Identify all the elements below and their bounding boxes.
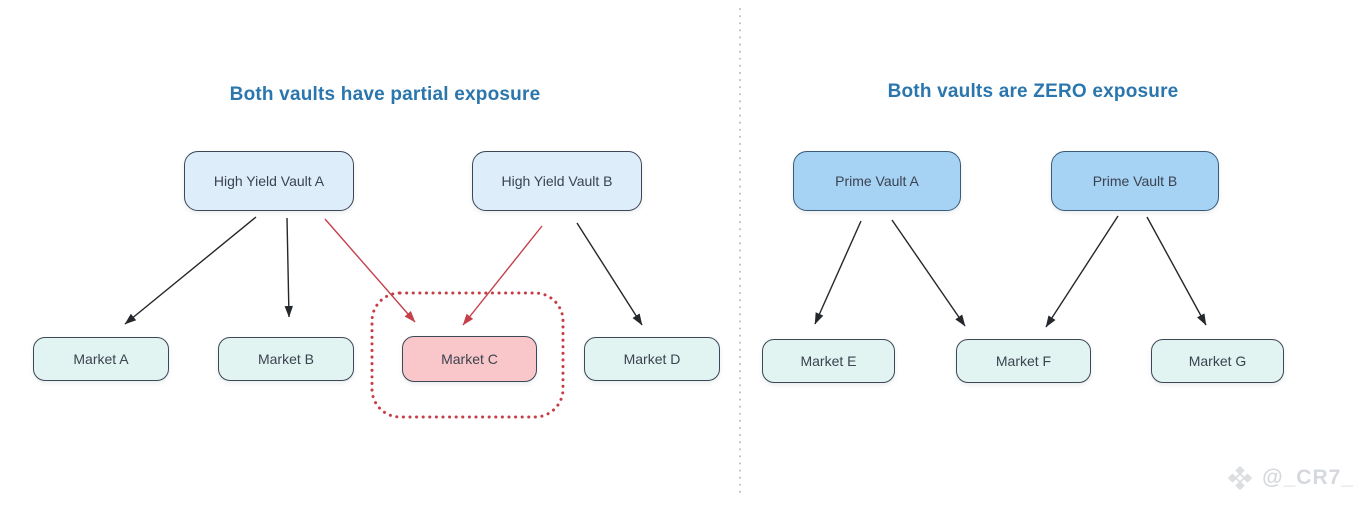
arrow-pva-to-market-f xyxy=(891,219,966,327)
arrow-pvb-to-market-g xyxy=(1146,216,1207,326)
node-market-d: Market D xyxy=(584,337,720,381)
arrow-hyva-to-market-a xyxy=(124,216,257,325)
node-market-f: Market F xyxy=(956,339,1091,383)
node-market-c: Market C xyxy=(402,336,537,382)
node-label: High Yield Vault A xyxy=(213,173,325,189)
node-label: Market D xyxy=(623,351,681,367)
node-label: Market A xyxy=(73,351,129,367)
node-market-a: Market A xyxy=(33,337,169,381)
node-label: Market G xyxy=(1188,353,1247,369)
arrow-hyva-to-market-b xyxy=(284,217,293,318)
arrow-hyvb-to-market-c xyxy=(462,225,543,326)
arrow-hyvb-to-market-d xyxy=(576,222,643,326)
binance-diamond-icon xyxy=(1227,465,1253,491)
left-panel-title: Both vaults have partial exposure xyxy=(229,84,541,105)
node-prime-vault-a: Prime Vault A xyxy=(793,151,961,211)
node-market-b: Market B xyxy=(218,337,354,381)
arrow-hyva-to-market-c xyxy=(324,218,416,323)
node-label: Market B xyxy=(257,351,314,367)
node-label: Prime Vault B xyxy=(1092,173,1178,189)
watermark-handle: @_CR7_ xyxy=(1262,466,1354,489)
node-high-yield-vault-a: High Yield Vault A xyxy=(184,151,354,211)
node-label: Market C xyxy=(441,351,498,367)
watermark: @_CR7_ xyxy=(1225,463,1354,493)
node-label: Prime Vault A xyxy=(835,173,919,189)
node-high-yield-vault-b: High Yield Vault B xyxy=(472,151,642,211)
node-label: Market F xyxy=(995,353,1052,369)
node-market-e: Market E xyxy=(762,339,895,383)
node-market-g: Market G xyxy=(1151,339,1284,383)
arrow-pvb-to-market-f xyxy=(1045,215,1119,328)
right-panel-title: Both vaults are ZERO exposure xyxy=(887,81,1179,102)
node-label: Market E xyxy=(800,353,857,369)
node-prime-vault-b: Prime Vault B xyxy=(1051,151,1219,211)
node-label: High Yield Vault B xyxy=(501,173,613,189)
arrow-pva-to-market-e xyxy=(814,220,862,325)
